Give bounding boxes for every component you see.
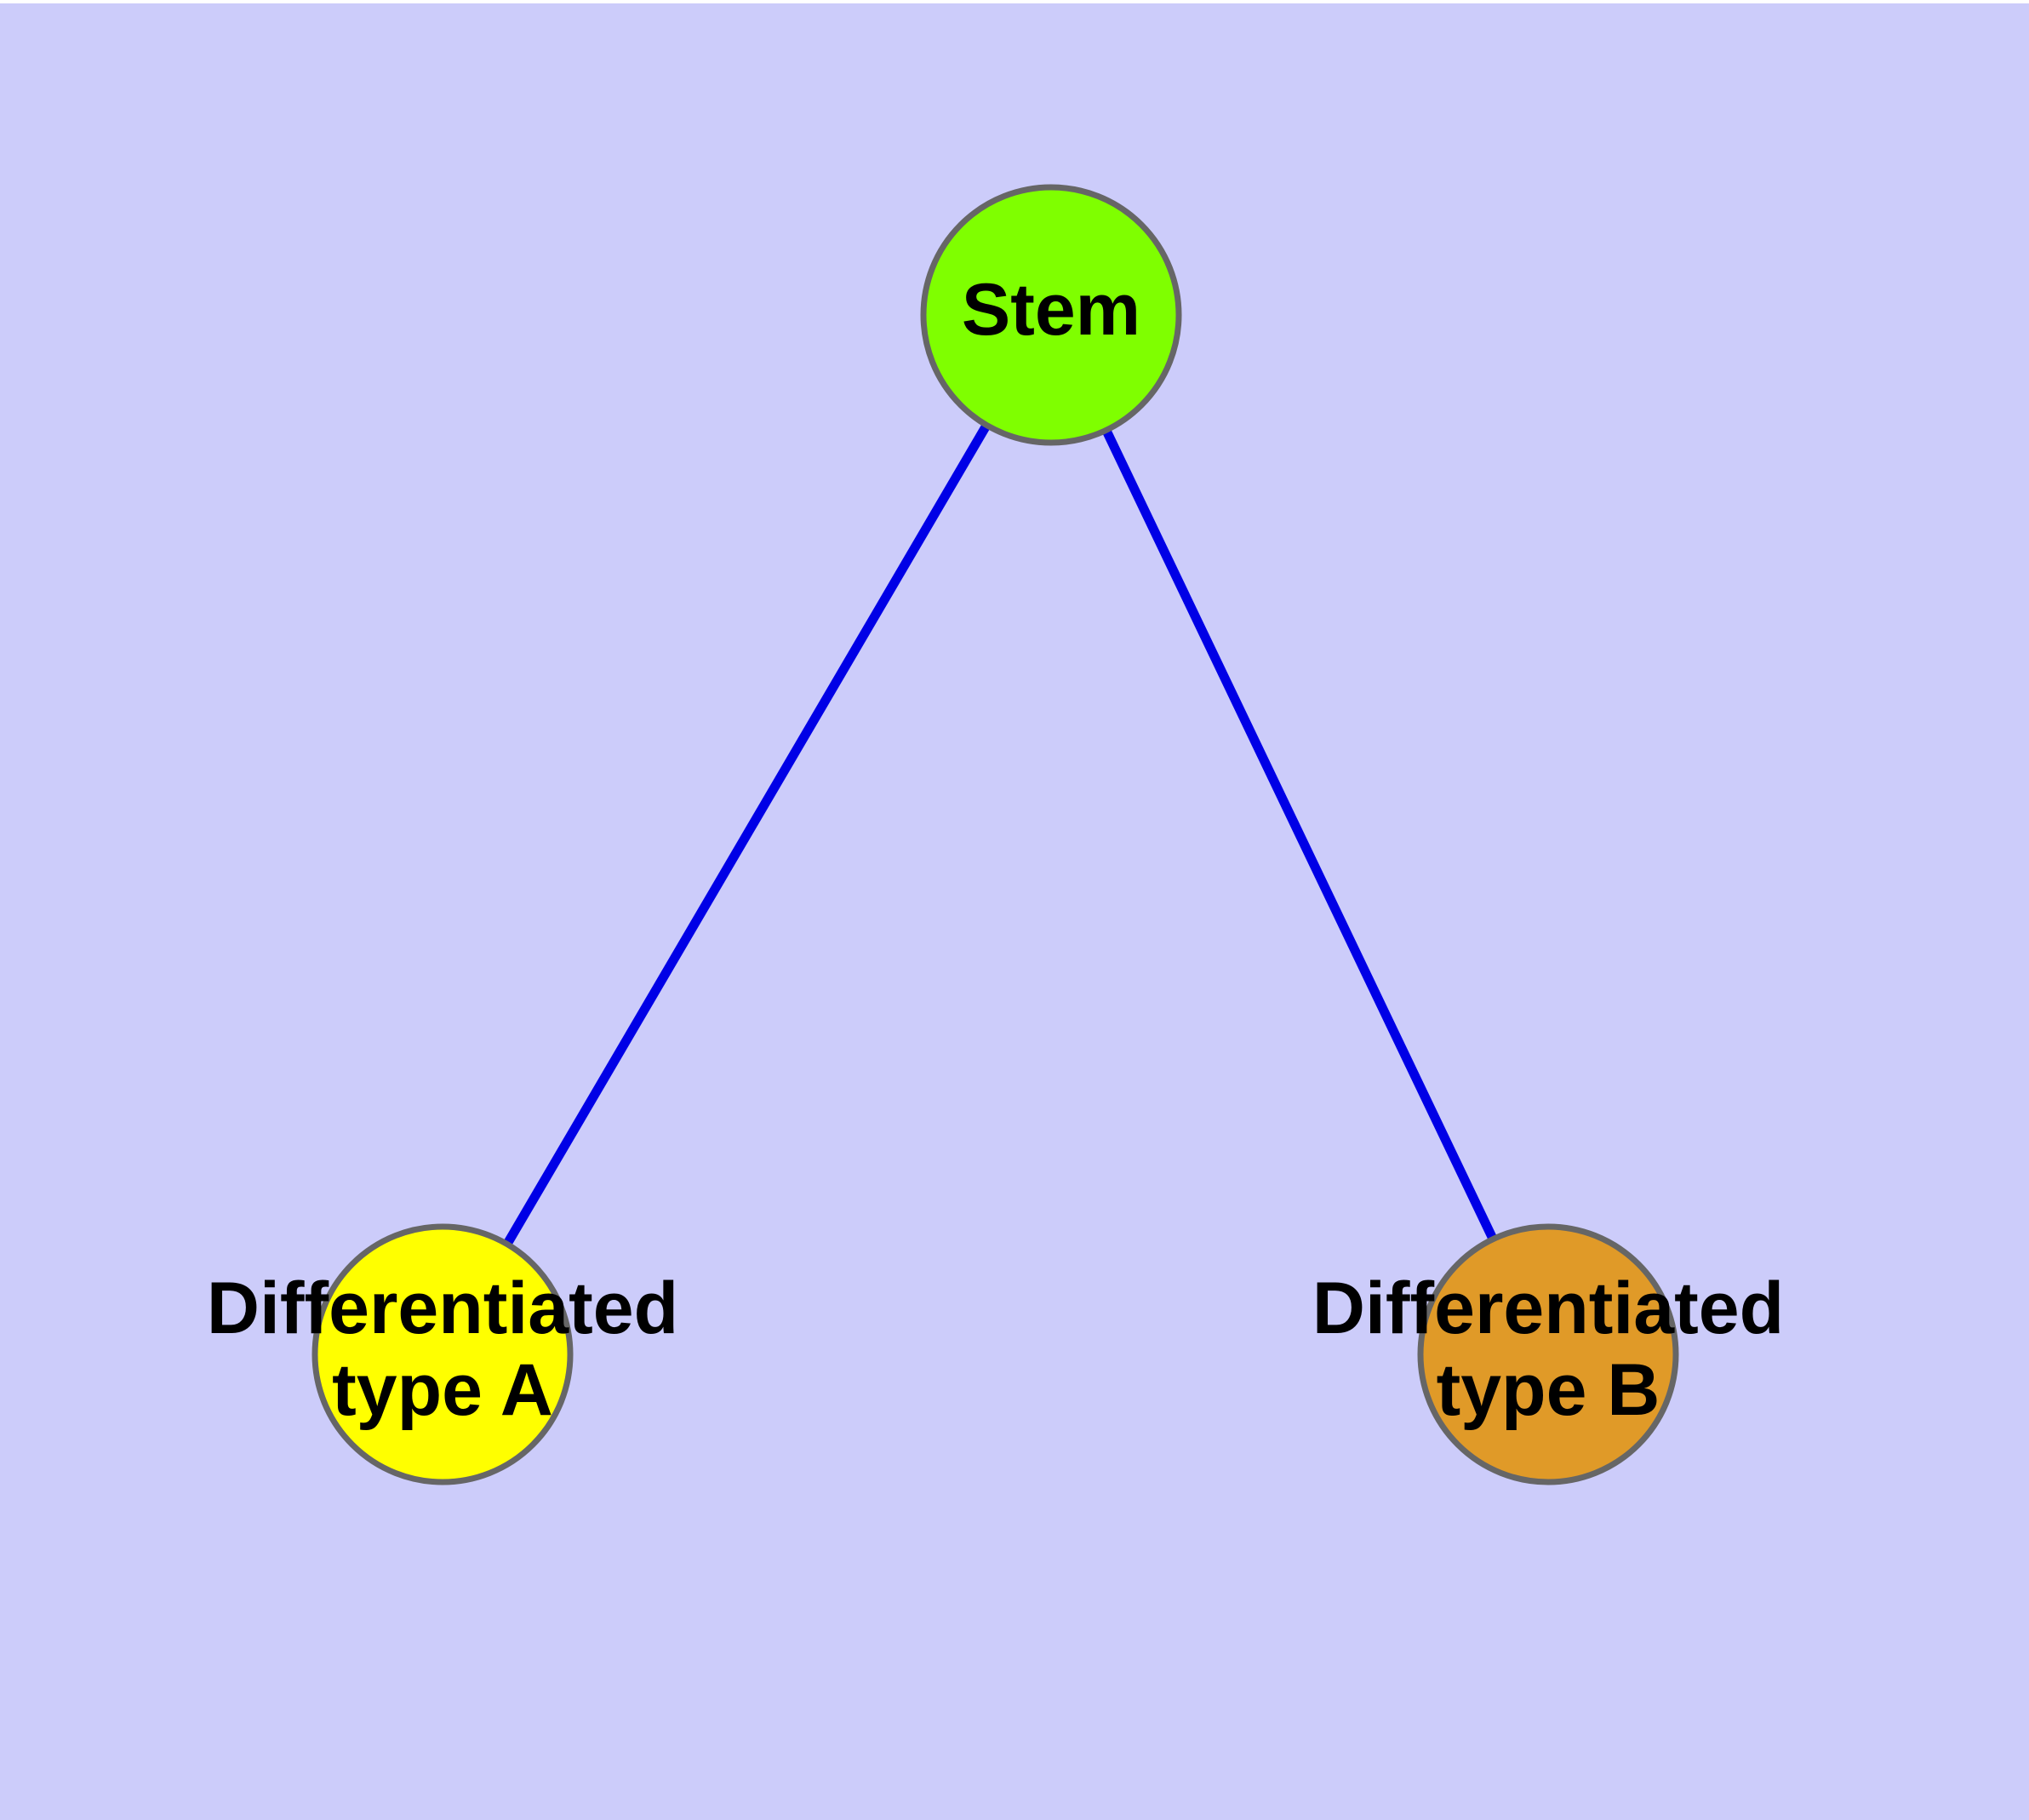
- node-label-line: Stem: [962, 269, 1140, 351]
- node-stem[interactable]: Stem: [920, 184, 1182, 446]
- node-circle-diff_a[interactable]: [311, 1223, 574, 1485]
- node-label-line: type B: [1437, 1349, 1660, 1431]
- node-label-line: type A: [332, 1349, 553, 1431]
- edge-stem-diff_b: [1047, 312, 1552, 1357]
- edges-layer: [438, 312, 1552, 1357]
- node-label-line: Differentiated: [1312, 1268, 1784, 1349]
- edge-stem-diff_a: [438, 312, 1055, 1357]
- node-circle-stem[interactable]: [920, 184, 1182, 446]
- node-label-line: Differentiated: [207, 1268, 678, 1349]
- node-circle-diff_b[interactable]: [1417, 1223, 1679, 1485]
- node-label-stem: Stem: [962, 269, 1140, 351]
